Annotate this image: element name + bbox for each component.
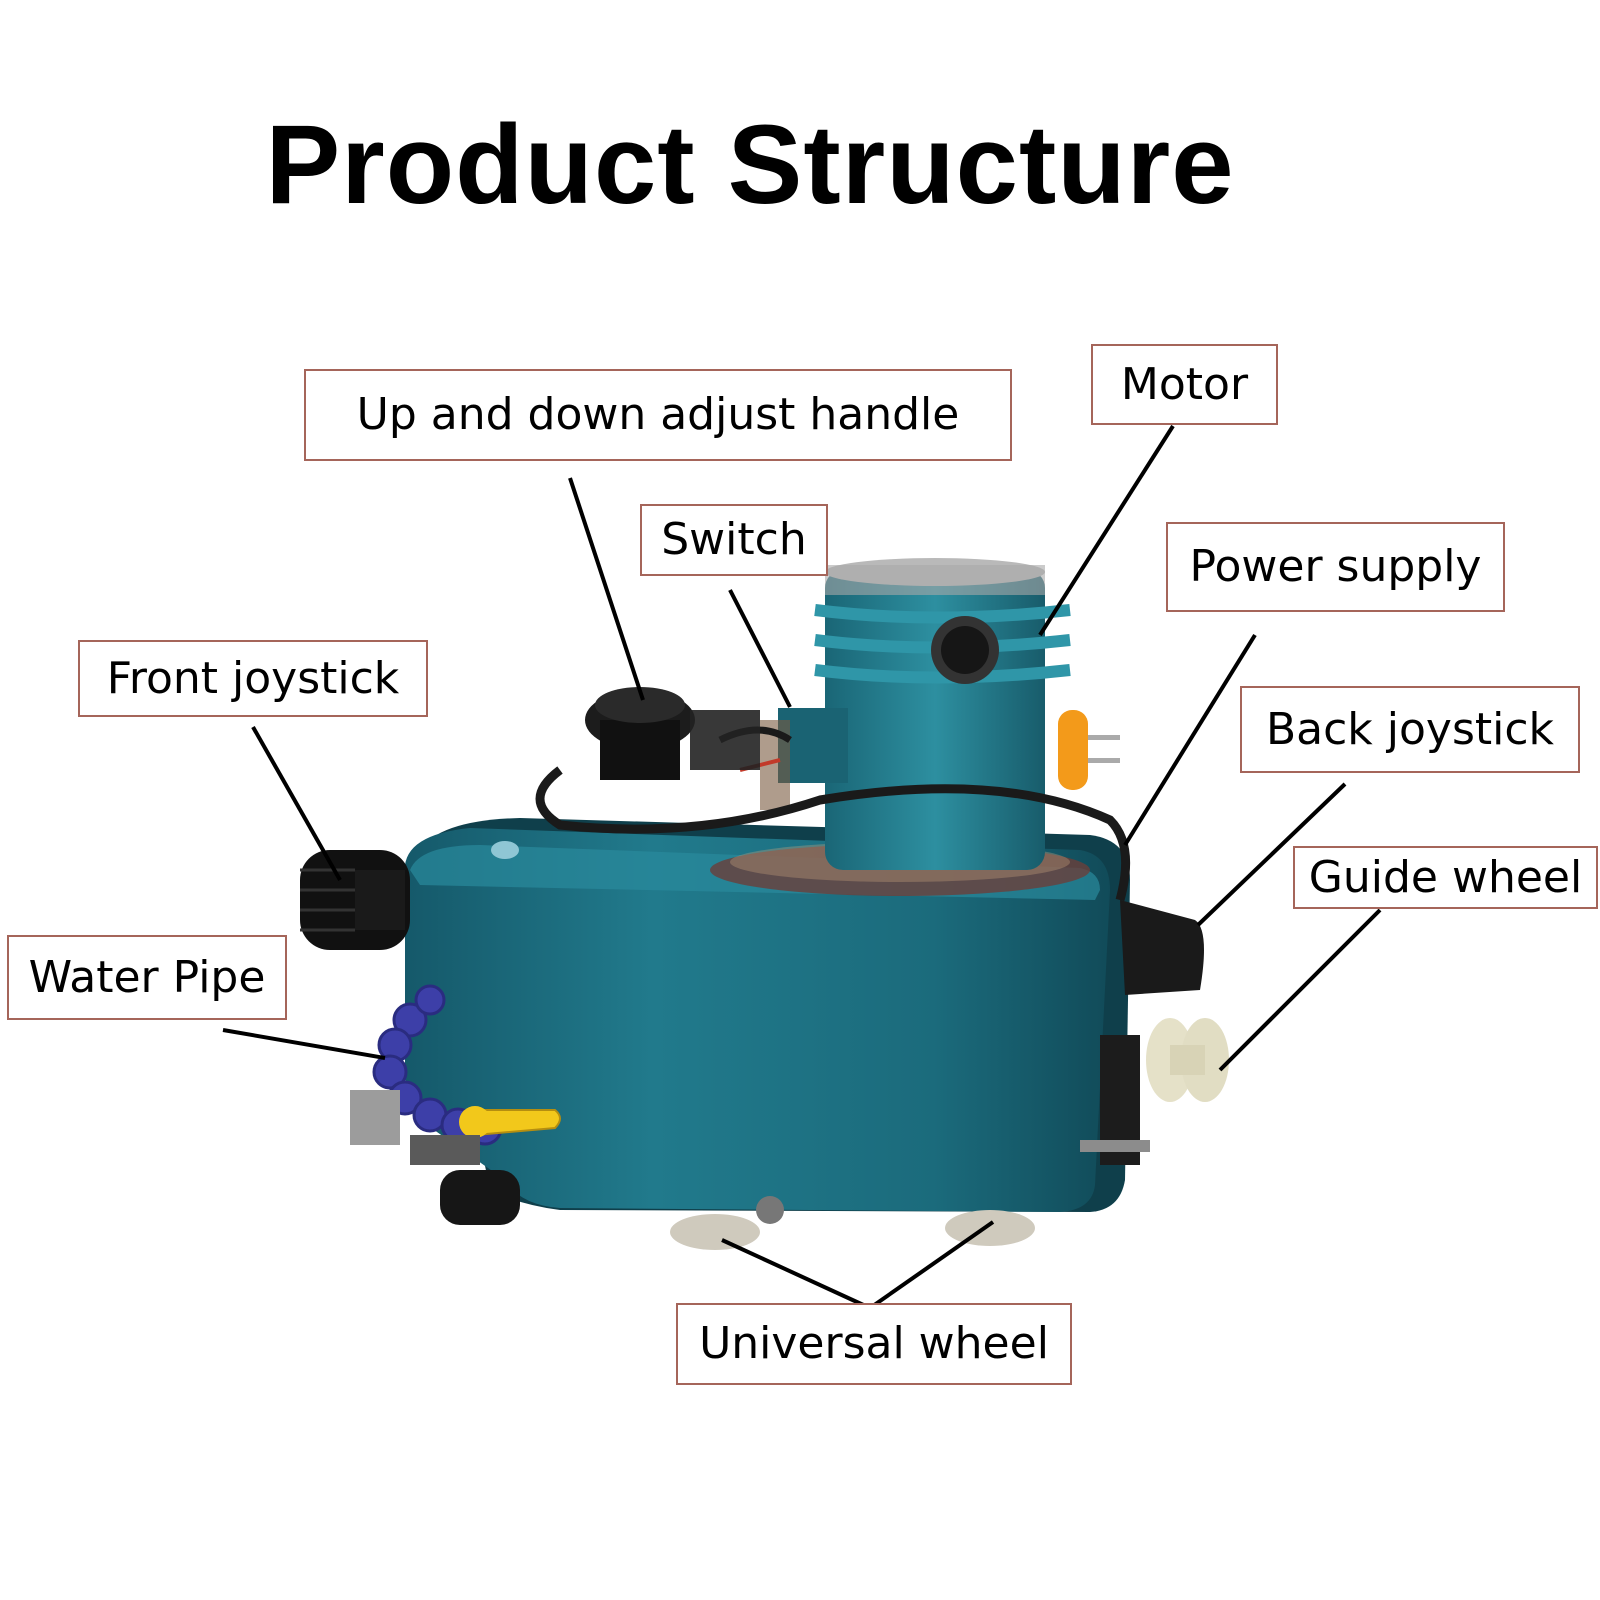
label-front-joystick: Front joystick: [78, 640, 428, 717]
leader-lines: [222, 424, 1382, 1310]
lower-knob: [350, 1090, 520, 1225]
label-back-joystick: Back joystick: [1240, 686, 1580, 773]
body-screw: [756, 1196, 784, 1224]
label-guide-wheel: Guide wheel: [1293, 846, 1598, 909]
label-water-pipe: Water Pipe: [7, 935, 287, 1020]
label-up-down-adjust-handle: Up and down adjust handle: [304, 369, 1012, 461]
guide-wheel: [1080, 1018, 1229, 1165]
main-body: [404, 828, 1111, 1212]
label-motor: Motor: [1091, 344, 1278, 425]
universal-wheel-right: [945, 1210, 1035, 1246]
label-power-supply: Power supply: [1166, 522, 1505, 612]
universal-wheel-left: [670, 1214, 760, 1250]
page-title: Product Structure: [265, 102, 1235, 227]
label-switch: Switch: [640, 504, 828, 576]
logo-badge: [491, 841, 519, 859]
water-nozzle: [474, 1109, 561, 1137]
power-plug: [1058, 710, 1088, 790]
back-joystick: [1120, 900, 1204, 995]
label-universal-wheel: Universal wheel: [676, 1303, 1072, 1385]
adjust-handle-knob: [585, 687, 695, 780]
power-cable: [535, 766, 1131, 902]
front-joystick-knob: [300, 850, 410, 950]
